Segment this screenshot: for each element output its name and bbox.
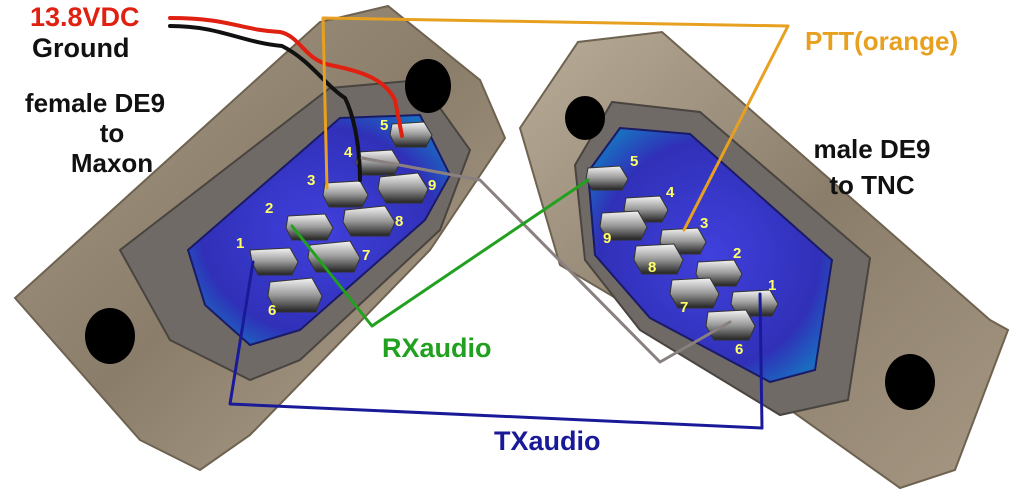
left-pin-2-label: 2 [265,200,273,217]
ground-label: Ground [32,33,129,63]
ptt-wire [321,16,790,232]
rx-wire [290,178,590,328]
right-pin-5 [585,165,629,191]
right-connector-label-line2: to TNC [829,170,914,200]
power-label: 13.8VDC [30,2,140,32]
right-pin-2-label: 2 [733,245,741,262]
tx-wire [228,260,764,430]
right-pin-3-label: 3 [700,215,708,232]
left-pin-3 [322,180,369,208]
left-pin-7-label: 7 [362,247,370,264]
right-pin-6 [705,309,756,341]
rx-label: RXaudio [382,333,492,363]
right-pin-8 [633,243,684,275]
left-pin-8 [342,205,396,237]
ground-wire [168,24,362,182]
right-insert [586,126,834,384]
right-connector-label-line1: male DE9 [813,134,930,164]
right-pin-1-label: 1 [768,277,776,294]
left-connector-label-line3: Maxon [71,148,153,178]
left-mount-hole-top [405,59,451,113]
gray-wire [360,156,732,364]
right-pin-5-label: 5 [630,153,638,170]
right-pin-6-label: 6 [735,341,743,358]
right-pin-7 [669,277,720,309]
left-pin-8-label: 8 [395,213,403,230]
tx-label: TXaudio [494,426,601,456]
left-connector-label-line2: to [100,118,125,148]
right-pin-9 [599,210,648,241]
left-connector: 1 2 3 4 5 6 7 8 9 [13,4,507,472]
left-pin-1-label: 1 [236,235,244,252]
power-wire [168,16,404,138]
right-pin-8-label: 8 [648,259,656,276]
right-pin-4-label: 4 [666,184,675,201]
wires [168,16,790,430]
left-pin-6-label: 6 [268,302,276,319]
right-pin-7-label: 7 [680,299,688,316]
left-mount-hole-bottom [85,308,135,364]
left-connector-label-line1: female DE9 [25,88,165,118]
right-pin-9-label: 9 [603,230,611,247]
left-pin-3-label: 3 [307,172,315,189]
left-pin-9 [377,172,429,204]
left-pin-6 [267,277,323,313]
left-pin-1 [249,247,299,276]
right-pin-1 [730,289,779,317]
left-pin-5-label: 5 [380,117,388,134]
right-connector: 1 2 3 4 5 6 7 8 9 [518,30,1010,490]
left-pin-4-label: 4 [344,144,353,161]
right-mount-hole-bottom [885,354,935,410]
left-pin-9-label: 9 [428,177,436,194]
ptt-label: PTT(orange) [805,26,958,56]
left-pin-5 [389,121,433,148]
right-mount-hole-top [565,96,605,140]
